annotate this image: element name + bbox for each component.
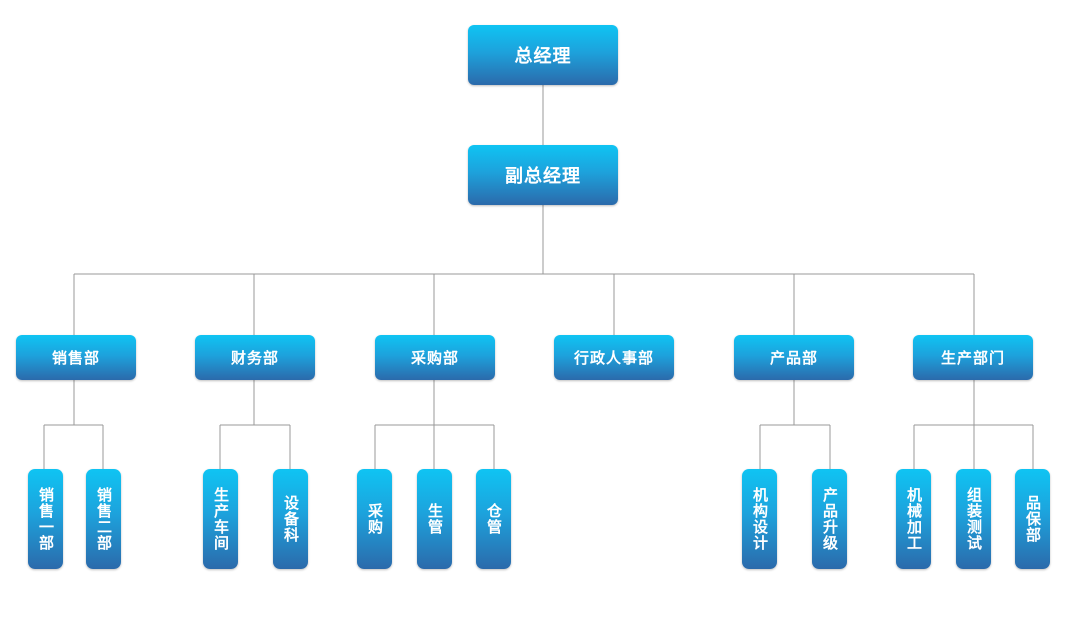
node-sub-mechanism-design: 机构设计 [742, 469, 777, 569]
node-label: 机构设计 [751, 487, 769, 551]
node-label: 行政人事部 [573, 349, 654, 367]
node-sub-assembly-test: 组装测试 [956, 469, 991, 569]
node-dept-purchasing: 采购部 [375, 335, 495, 380]
node-deputy-general-manager: 副总经理 [468, 145, 618, 205]
node-label: 生管 [426, 503, 444, 535]
node-sub-product-upgrade: 产品升级 [812, 469, 847, 569]
node-sub-equipment: 设备科 [273, 469, 308, 569]
node-sub-sales-1: 销售一部 [28, 469, 63, 569]
node-label: 副总经理 [505, 166, 581, 187]
node-dept-admin-hr: 行政人事部 [554, 335, 674, 380]
node-label: 采购 [366, 503, 384, 535]
node-label: 生产部门 [940, 349, 1005, 367]
node-sub-warehouse: 仓管 [476, 469, 511, 569]
node-label: 品保部 [1024, 495, 1042, 543]
node-label: 总经理 [514, 46, 572, 67]
node-sub-production-control: 生管 [417, 469, 452, 569]
node-label: 机械加工 [905, 487, 923, 551]
node-dept-sales: 销售部 [16, 335, 136, 380]
node-label: 组装测试 [965, 487, 983, 551]
node-label: 仓管 [485, 503, 503, 535]
node-label: 销售一部 [37, 487, 55, 551]
node-general-manager: 总经理 [468, 25, 618, 85]
node-label: 产品升级 [821, 487, 839, 551]
node-sub-sales-2: 销售二部 [86, 469, 121, 569]
node-dept-finance: 财务部 [195, 335, 315, 380]
node-label: 采购部 [410, 349, 459, 367]
node-sub-workshop: 生产车间 [203, 469, 238, 569]
node-dept-product: 产品部 [734, 335, 854, 380]
node-sub-procurement: 采购 [357, 469, 392, 569]
node-label: 财务部 [230, 349, 279, 367]
node-dept-production: 生产部门 [913, 335, 1033, 380]
node-sub-machining: 机械加工 [896, 469, 931, 569]
node-label: 销售部 [51, 349, 100, 367]
node-label: 设备科 [282, 495, 300, 543]
node-label: 生产车间 [212, 487, 230, 551]
node-label: 销售二部 [95, 487, 113, 551]
node-label: 产品部 [769, 349, 818, 367]
node-sub-quality-assurance: 品保部 [1015, 469, 1050, 569]
